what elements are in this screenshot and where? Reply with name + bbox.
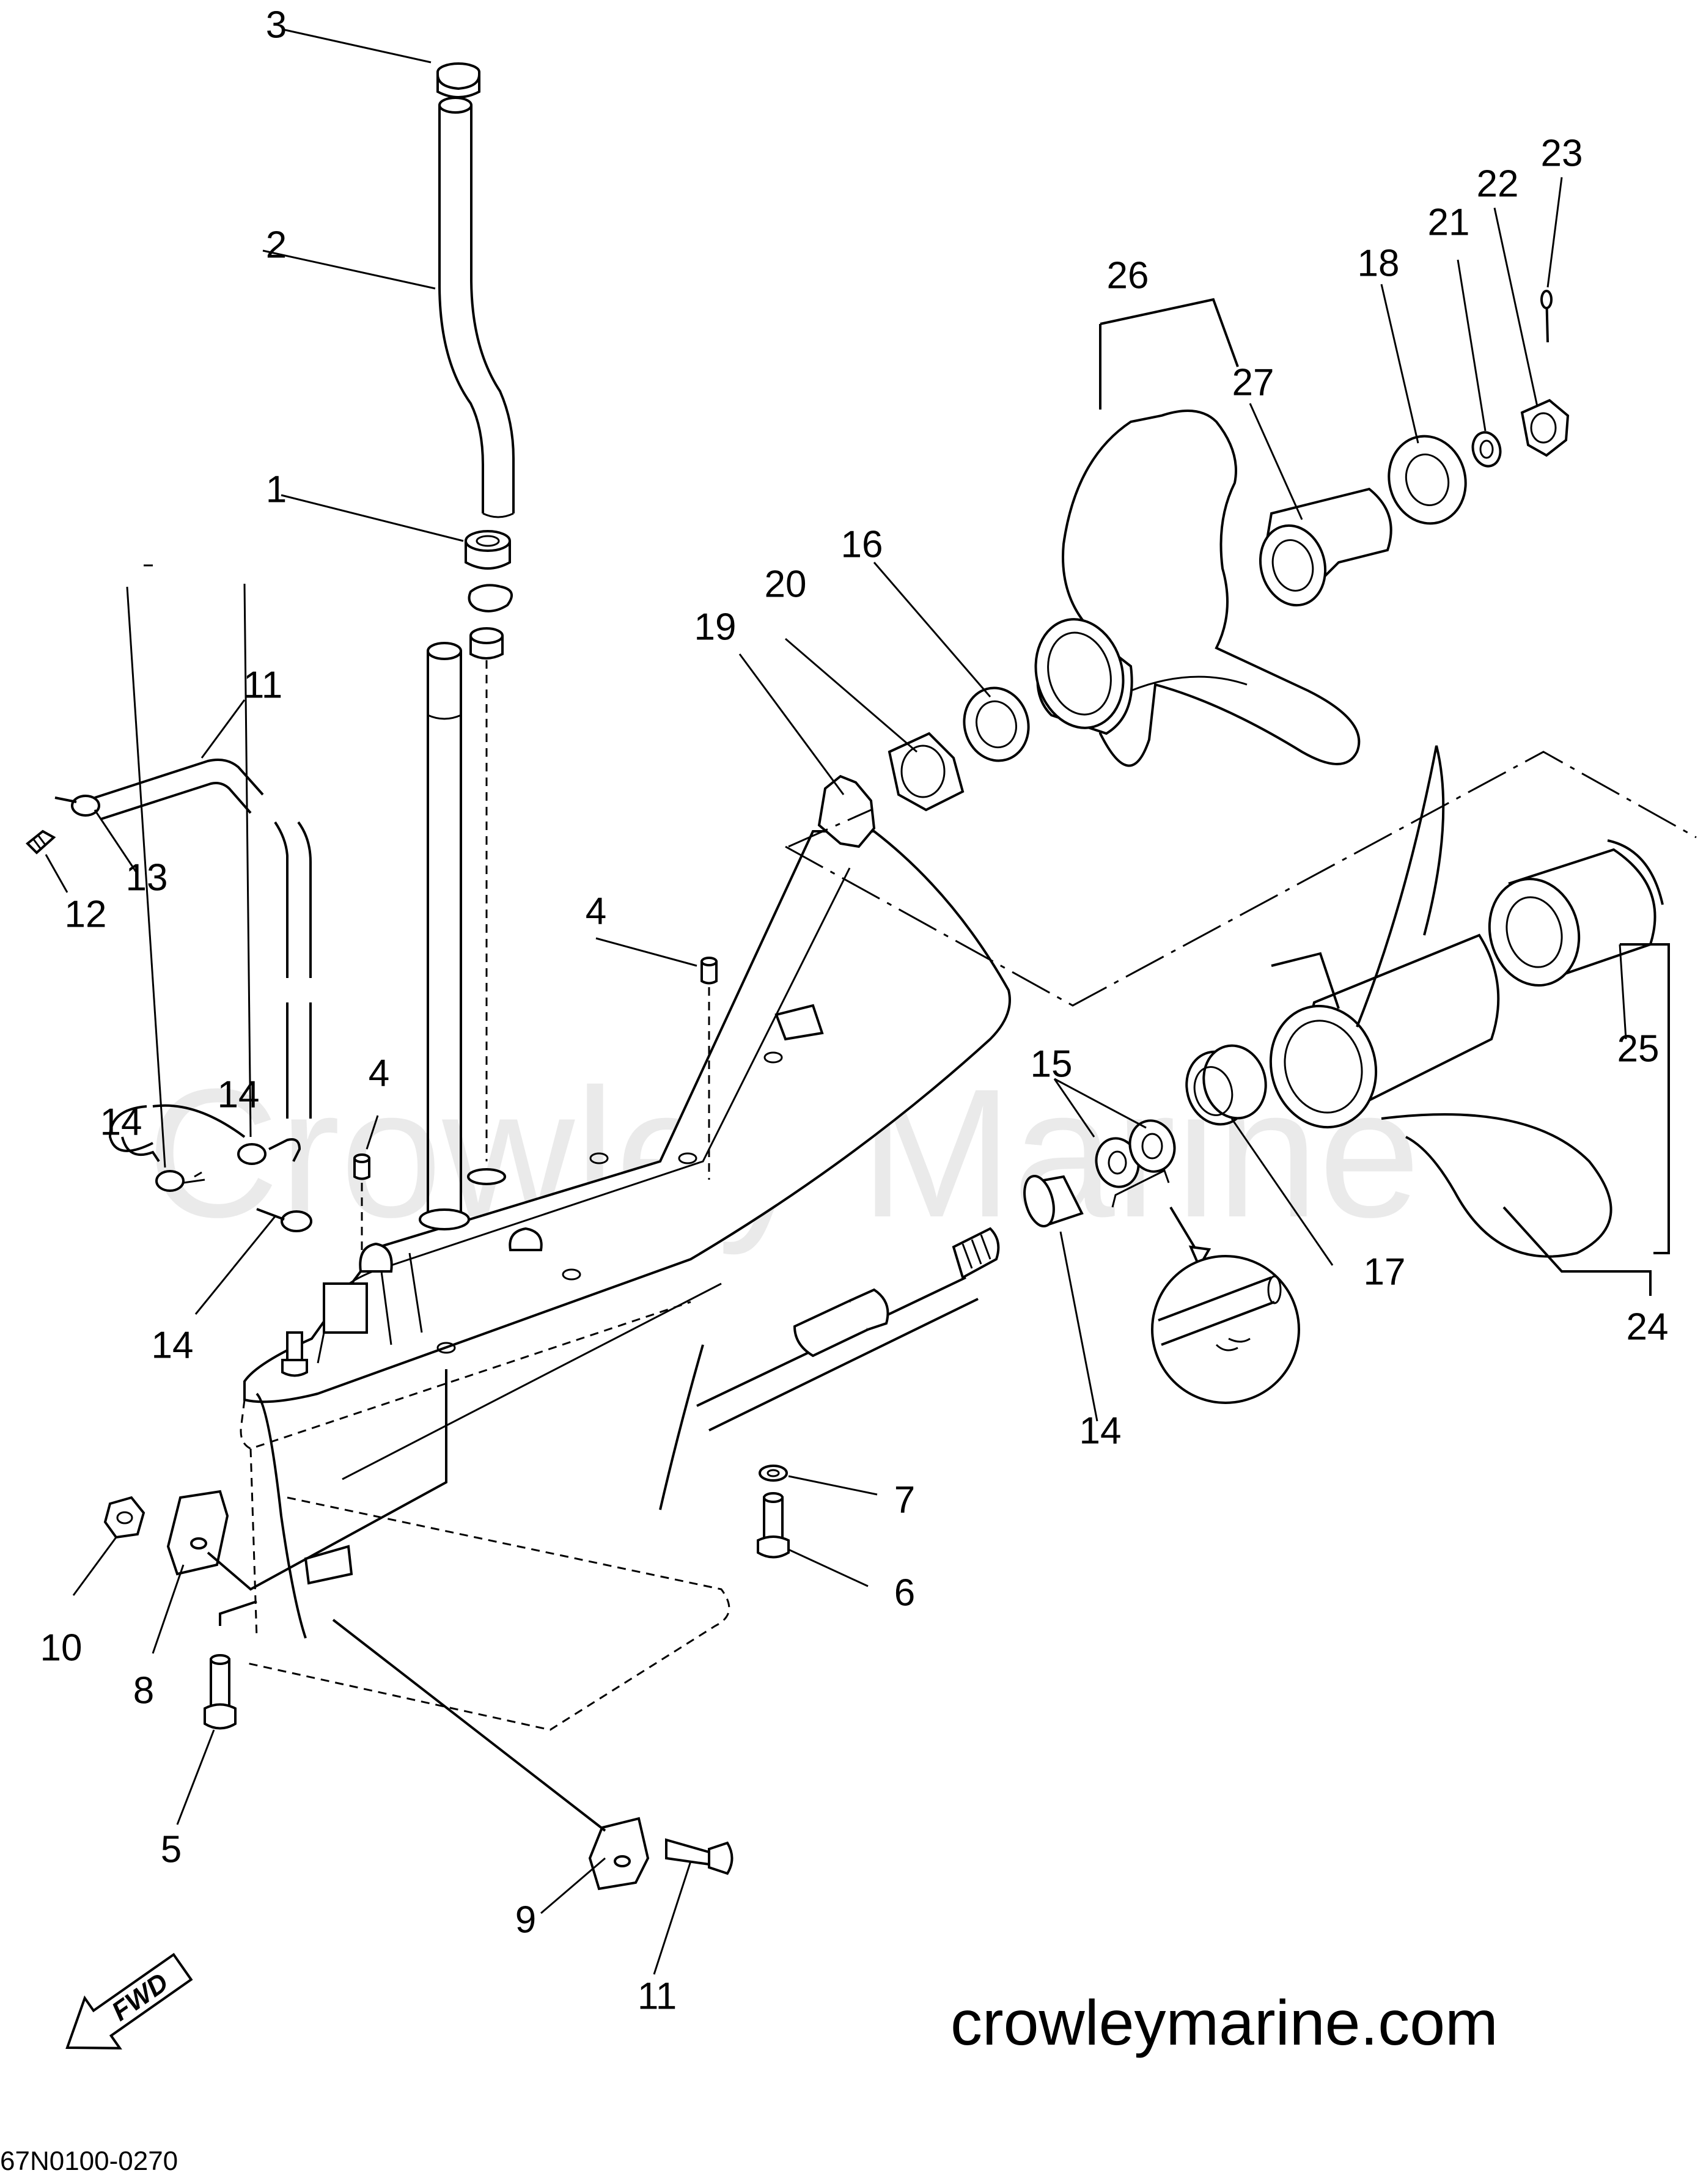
- lower-case-housing: [240, 830, 1011, 1731]
- callout-7: 7: [894, 1479, 915, 1521]
- part-15-spacer: [1023, 1175, 1084, 1227]
- part-16-washer-b: [1128, 1119, 1176, 1173]
- callout-numbers: 3 2 1 11 13 12 4 4 14 14 14 7 6 14 17 15…: [40, 4, 1669, 2017]
- callout-4-b: 4: [369, 1052, 389, 1094]
- part-14-clip-d: [256, 1208, 312, 1232]
- callout-13: 12: [65, 893, 107, 935]
- drive-shaft-housing: [427, 642, 462, 1216]
- part-4-dowel-pin-a: [700, 957, 718, 1180]
- part-17-thrust-washer: [963, 686, 1030, 762]
- part-2-water-tube: [438, 97, 515, 518]
- part-21-nut: [888, 732, 965, 812]
- part-23-nut: [1520, 399, 1570, 457]
- part-9-anode: [166, 1369, 447, 1591]
- part-18-thrust-washer: [1185, 1044, 1267, 1126]
- part-6-bolt: [757, 1492, 790, 1559]
- callout-16: 15: [1031, 1043, 1073, 1085]
- callout-24: 23: [1541, 132, 1583, 174]
- callout-14-a: 13: [126, 856, 168, 899]
- part-7-washer: [759, 1465, 788, 1482]
- part-19-spacer: [1388, 435, 1467, 525]
- leader-lines: [45, 28, 1627, 1975]
- callout-8: 9: [515, 1899, 536, 1941]
- site-url: crowleymarine.com: [950, 1988, 1498, 2059]
- part-28-bushing: [1259, 487, 1392, 607]
- part-13-fitting: [26, 829, 56, 855]
- bolt-under-case: [281, 1331, 308, 1377]
- part-1-grommet: [465, 530, 511, 570]
- callout-21: 20: [765, 563, 807, 605]
- propeller-assembly-chain-box: [785, 751, 1697, 1296]
- part-24-cotter-pin: [1540, 290, 1553, 343]
- part-25-propeller-lower: [1269, 745, 1612, 1258]
- callout-6: 6: [894, 1572, 915, 1614]
- part-14-clip-b: [155, 1170, 205, 1192]
- part-14-clip-a: [54, 795, 100, 817]
- callout-4-a: 4: [586, 890, 606, 932]
- callout-23: 22: [1477, 163, 1519, 205]
- callout-5: 5: [161, 1828, 182, 1870]
- part-3-grommet: [436, 62, 480, 98]
- water-tube-seal-parts: [468, 584, 513, 1161]
- callout-15: 14: [1079, 1410, 1122, 1452]
- upper-prop-bracket: [1099, 298, 1239, 410]
- callout-26: 25: [1617, 1028, 1660, 1070]
- callout-1: 1: [266, 468, 287, 510]
- part-5-bolt: [204, 1600, 257, 1730]
- propeller-shaft: [696, 1227, 1000, 1432]
- callout-11: 10: [40, 1627, 83, 1669]
- callout-14-b: 14: [218, 1073, 260, 1116]
- callout-27: 26: [1107, 254, 1149, 296]
- callout-19: 18: [1358, 242, 1400, 284]
- part-12-hose: [94, 759, 312, 1163]
- inset-detail: [1111, 1169, 1300, 1404]
- callout-9: 8: [133, 1669, 154, 1712]
- part-14-clip-c: [237, 1138, 301, 1165]
- callout-14-c: 14: [100, 1101, 142, 1143]
- callout-25: 24: [1627, 1306, 1669, 1348]
- callout-3: 3: [266, 4, 287, 46]
- part-11-nut: [103, 1496, 145, 1539]
- callout-14-d: 14: [152, 1324, 194, 1366]
- callout-18: 17: [1364, 1251, 1406, 1293]
- part-22-washer: [1471, 431, 1502, 468]
- diagram-code: 67N0100-0270: [0, 2146, 178, 2176]
- part-10-screw: [665, 1838, 734, 1875]
- part-27-propeller-upper: [1034, 410, 1361, 767]
- callout-28: 27: [1232, 361, 1274, 403]
- part-4-dowel-pin-b: [353, 1153, 370, 1253]
- callout-10: 11: [638, 1975, 677, 2017]
- callout-2: 2: [266, 224, 287, 266]
- callout-22: 21: [1428, 201, 1470, 243]
- callout-12: 11: [243, 664, 282, 706]
- part-8-anode: [332, 1619, 650, 1891]
- callout-20: 19: [694, 606, 737, 648]
- part-20-tab-washer: [788, 774, 876, 848]
- callout-17: 16: [841, 523, 883, 565]
- fwd-arrow-icon: FWD: [65, 1952, 193, 2050]
- part-26-bushing: [1488, 839, 1664, 987]
